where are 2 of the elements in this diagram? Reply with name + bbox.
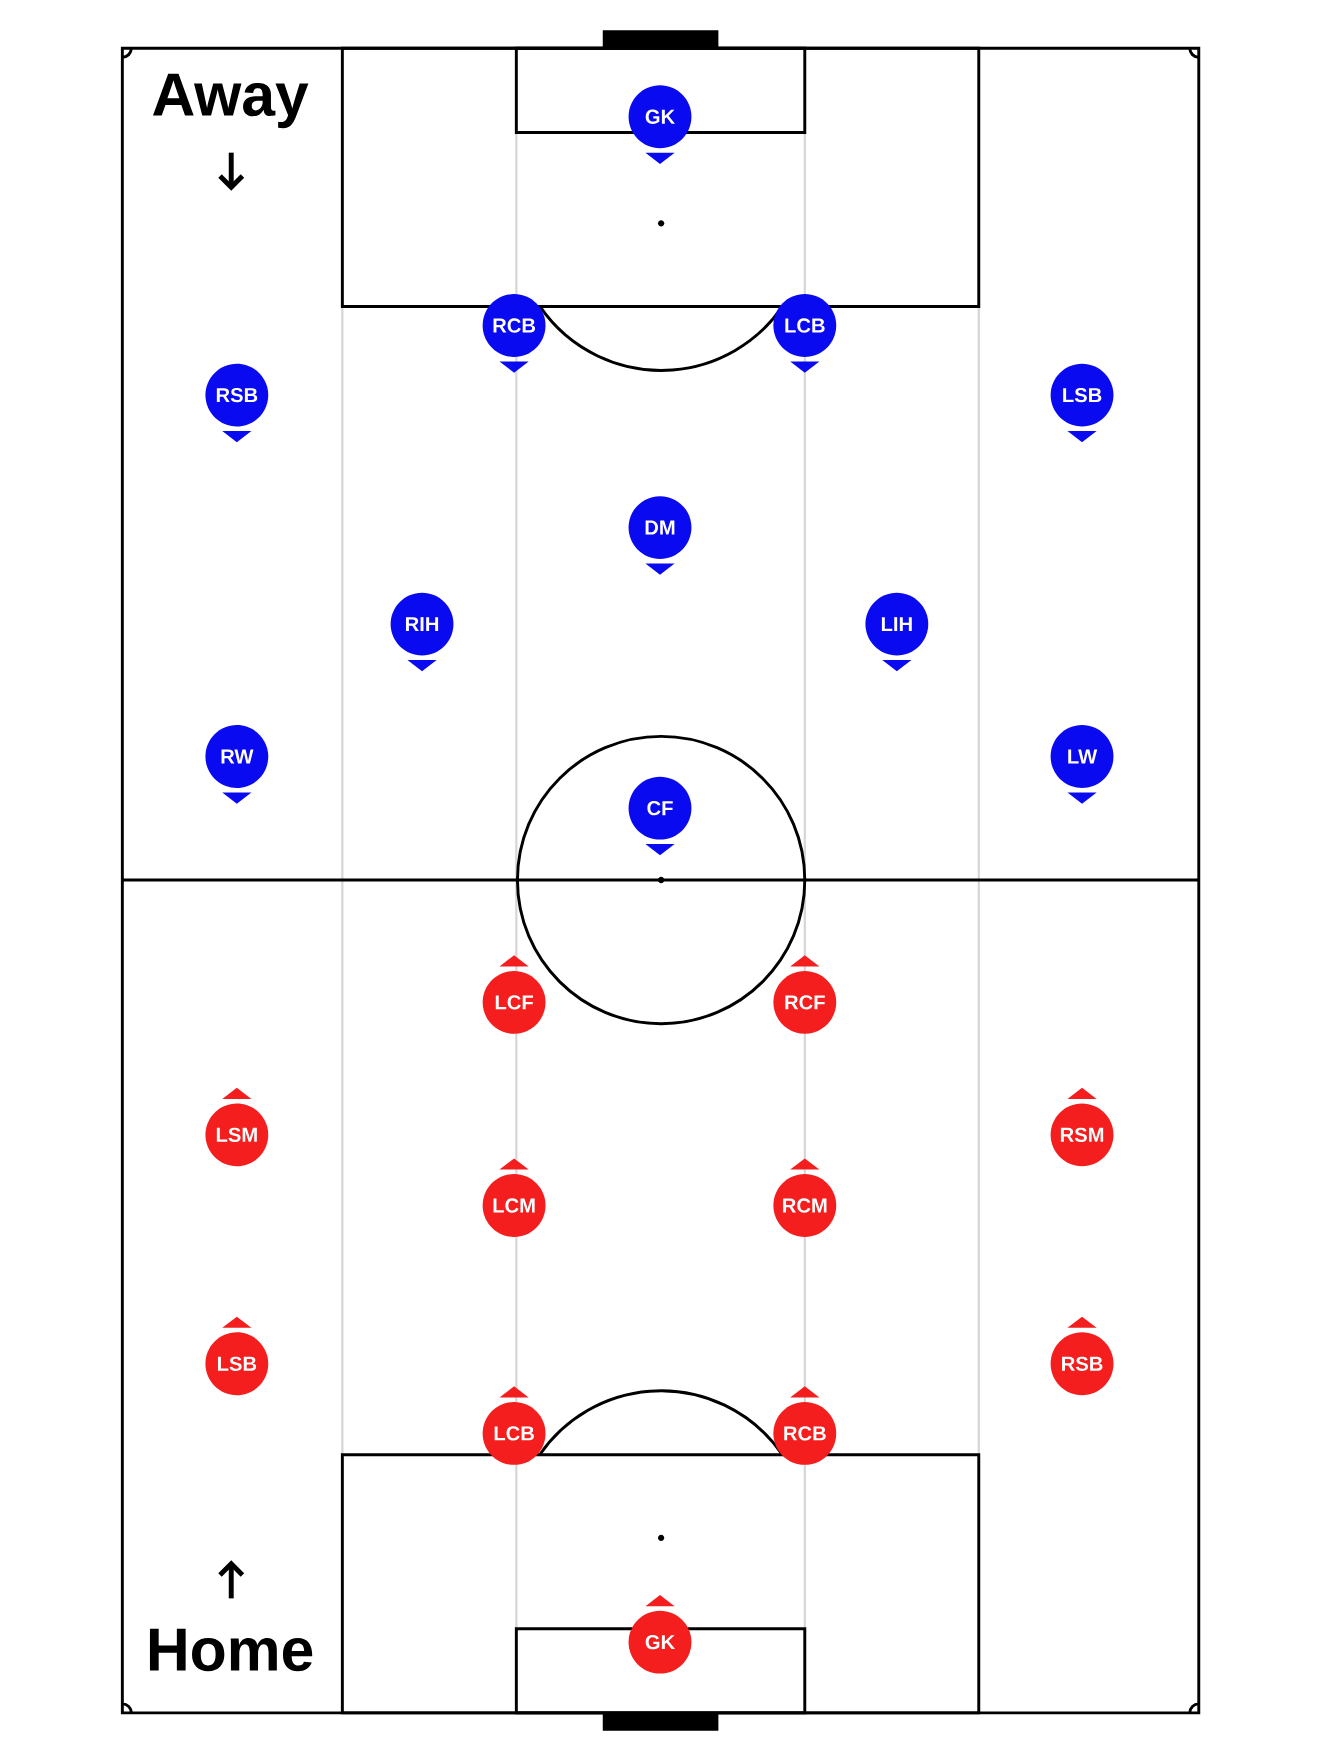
team-label: Away [153, 73, 309, 129]
team-label: Home [149, 1628, 313, 1672]
